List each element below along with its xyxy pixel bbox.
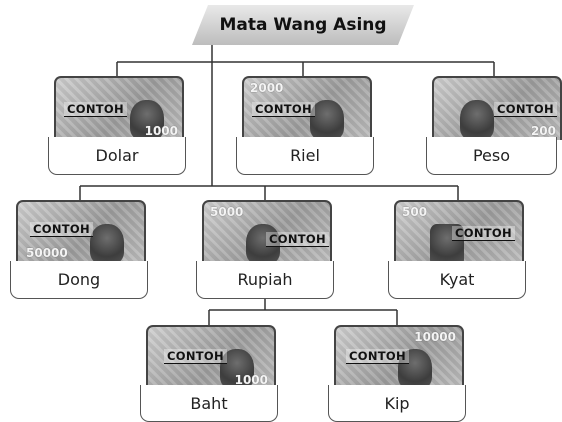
stamp-dong: CONTOH [30,222,93,237]
label-kyat: Kyat [388,261,526,299]
denomination-rupiah: 5000 [210,205,244,219]
stamp-peso: CONTOH [494,102,557,117]
title-banner [192,5,414,45]
banknote-dolar: 1000 CONTOH [54,76,184,140]
banknote-peso: 200 CONTOH [432,76,562,140]
stamp-riel: CONTOH [252,102,315,117]
banknote-rupiah: 5000 CONTOH [202,200,332,264]
label-dong: Dong [10,261,148,299]
label-dolar: Dolar [48,137,186,175]
stamp-dolar: CONTOH [64,102,127,117]
stamp-baht: CONTOH [164,349,227,364]
denomination-kip: 10000 [414,330,456,344]
label-rupiah: Rupiah [196,261,334,299]
banknote-kyat: 500 CONTOH [394,200,524,264]
denomination-peso: 200 [530,124,556,138]
banknote-baht: 1000 CONTOH [146,325,276,389]
banknote-dong: 50000 CONTOH [16,200,146,264]
denomination-dong: 50000 [26,246,68,260]
denomination-dolar: 1000 [144,124,178,138]
diagram-title: Mata Wang Asing [219,15,387,35]
denomination-kyat: 500 [402,205,428,219]
label-baht: Baht [140,385,278,422]
banknote-riel: 2000 CONTOH [242,76,372,140]
stamp-rupiah: CONTOH [266,232,329,247]
denomination-riel: 2000 [250,81,284,95]
label-kip: Kip [328,385,466,422]
stamp-kip: CONTOH [346,349,409,364]
denomination-baht: 1000 [234,373,268,387]
label-peso: Peso [426,137,557,175]
label-riel: Riel [236,137,374,175]
banknote-kip: 10000 CONTOH [334,325,464,389]
stamp-kyat: CONTOH [452,226,515,241]
